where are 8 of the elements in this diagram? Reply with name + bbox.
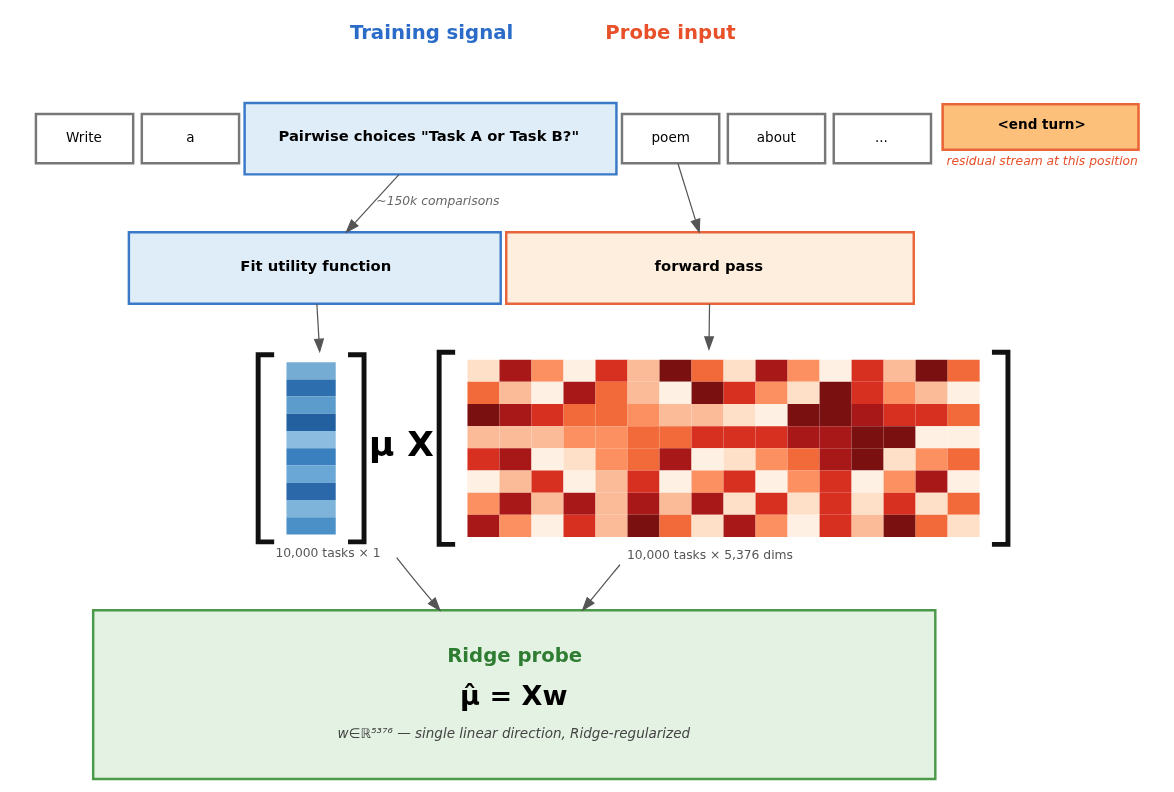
label: Training signal [349,20,513,44]
label: Probe input [604,20,736,44]
node-label: X [406,423,434,464]
edge-label: ~150k comparisons [375,194,499,209]
node-label: 10,000 tasks × 5,376 dims [626,548,793,563]
node-label: residual stream at this position [945,153,1138,168]
node-label: 10,000 tasks × 1 [274,545,381,560]
node-label: μ [368,423,394,464]
